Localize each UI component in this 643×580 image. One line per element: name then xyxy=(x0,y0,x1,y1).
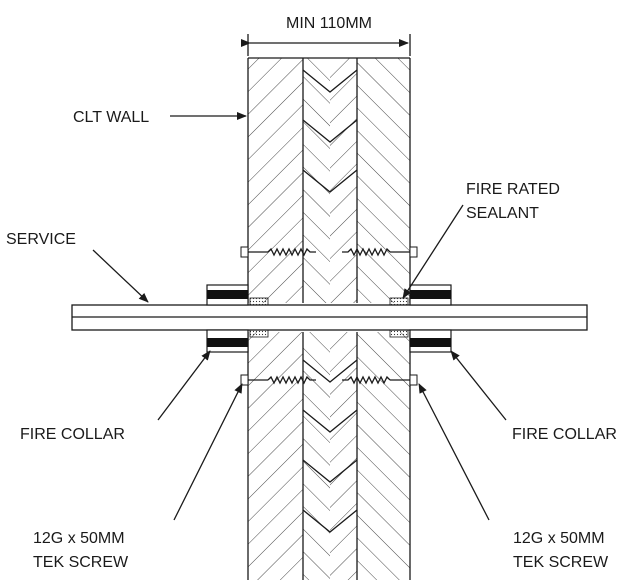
fire-collar-left xyxy=(206,284,249,353)
tek-screw-left-label-line2: TEK SCREW xyxy=(33,554,129,571)
tek-screw-left-label-line1: 12G x 50MM xyxy=(33,530,125,547)
clt-wall-lower xyxy=(248,332,410,580)
clt-wall-label: CLT WALL xyxy=(73,109,149,126)
service-pipe xyxy=(71,304,588,331)
clt-wall-upper xyxy=(248,58,410,303)
dimension-min-110mm: MIN 110MM xyxy=(241,15,411,56)
fire-rated-sealant xyxy=(249,297,409,338)
fire-collar-right-label: FIRE COLLAR xyxy=(512,426,617,443)
tek-screw-right-label-line1: 12G x 50MM xyxy=(513,530,605,547)
service-label: SERVICE xyxy=(6,231,76,248)
fire-collar-left-label: FIRE COLLAR xyxy=(20,426,125,443)
tek-screws xyxy=(240,246,418,386)
clt-wall-outline xyxy=(247,57,411,580)
tek-screw-right-label-line2: TEK SCREW xyxy=(513,554,609,571)
fire-rated-sealant-label-line2: SEALANT xyxy=(466,205,539,222)
leader-lines xyxy=(92,112,507,521)
dimension-label: MIN 110MM xyxy=(286,15,372,32)
fire-collar-right xyxy=(409,284,452,353)
fire-rated-sealant-label-line1: FIRE RATED xyxy=(466,181,560,198)
